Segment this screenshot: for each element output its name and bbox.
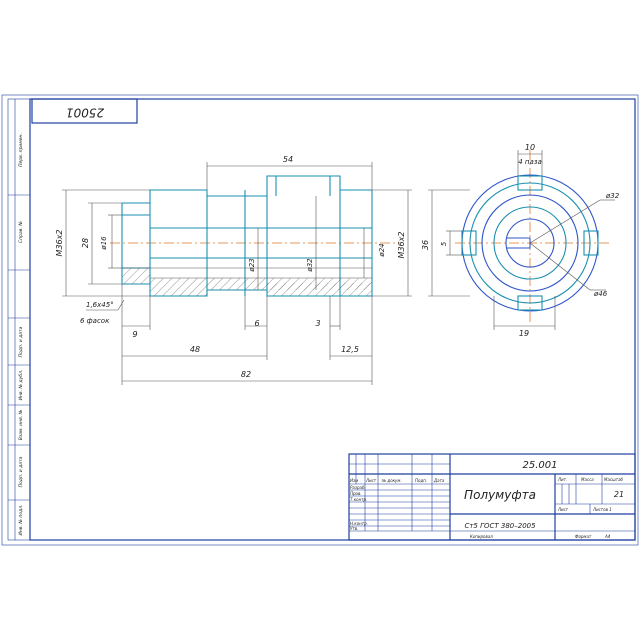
material: Ст5 ГОСТ 380–2005 (464, 522, 536, 530)
dim-d46: ø46 (593, 290, 608, 298)
hdr-mass: Масса (581, 477, 594, 482)
dim-48: 48 (190, 345, 200, 354)
mass-value: 21 (614, 490, 624, 499)
format-value: А4 (604, 534, 611, 539)
dim-82: 82 (241, 370, 251, 379)
top-stamp-code: 25001 (66, 106, 104, 120)
row-prov: Пров. (350, 491, 362, 496)
dim-36: 36 (421, 240, 430, 250)
dim-6: 6 (254, 319, 259, 328)
chamfer-note: 1,6х45° (86, 301, 114, 309)
dim-54: 54 (283, 155, 293, 164)
col-doc: № докум. (381, 478, 402, 483)
title-block: Изм Лист № докум. Подп. Дата Разраб. Про… (348, 453, 636, 541)
dim-10: 10 (525, 143, 535, 152)
sheet-label: Лист (557, 507, 569, 512)
section-hatch-mid (150, 278, 207, 296)
part-name: Полумуфта (464, 488, 536, 502)
sheet-outer-frame (1, 94, 639, 546)
dim-d23: ø23 (248, 258, 256, 272)
dim-12-5: 12,5 (341, 345, 359, 354)
side-label-1: Перв. примен. (18, 133, 24, 167)
dim-d32: ø32 (306, 258, 314, 273)
dim-19: 19 (519, 329, 529, 338)
side-label-4: Инв. № дубл. (18, 370, 24, 401)
side-label-7: Инв. № подл. (18, 504, 24, 535)
left-side-strip: Перв. примен. Справ. № Подп. и дата Инв.… (7, 98, 31, 541)
sheets-label: Листов 1 (592, 507, 612, 512)
col-izm: Изм (350, 478, 358, 483)
row-razrab: Разраб. (350, 485, 366, 490)
side-label-3: Подп. и дата (18, 326, 24, 357)
col-sign: Подп. (415, 478, 427, 483)
dim-m36-left: M36х2 (55, 230, 64, 257)
chamfer-count: 6 фасок (80, 317, 110, 325)
section-hatch-left (122, 268, 150, 284)
hdr-scale: Масштаб (604, 477, 624, 482)
row-utv: Утв. (350, 526, 358, 531)
dim-d16: ø16 (100, 236, 108, 251)
dim-d24: ø24 (378, 243, 386, 257)
dim-3: 3 (315, 319, 320, 328)
col-list: Лист (365, 478, 377, 483)
top-stamp-box (31, 98, 138, 124)
dim-9: 9 (132, 330, 137, 339)
col-date: Дата (433, 478, 445, 483)
dim-d32-right: ø32 (605, 192, 620, 200)
hdr-lit: Лит. (557, 477, 567, 482)
side-view: 54 M36х2 28 ø16 ø23 ø32 ø24 M36х2 (55, 155, 412, 385)
end-view: 10 4 паза 36 5 ø32 ø46 19 (421, 143, 620, 338)
format-label: Формат (575, 534, 592, 539)
row-nkontr: Н.контр. (350, 521, 368, 526)
dim-m36-right: M36х2 (397, 232, 406, 259)
dim-5: 5 (440, 241, 448, 246)
row-tkontr: Т.контр. (350, 497, 367, 502)
dim-28: 28 (81, 238, 90, 248)
doc-code: 25.001 (523, 460, 558, 471)
dim-slot-4: 4 паза (518, 158, 542, 166)
side-label-5: Взам. инв. № (18, 409, 24, 440)
side-label-6: Подп. и дата (18, 456, 24, 487)
copied-label: Копировал (470, 534, 493, 539)
side-label-2: Справ. № (18, 221, 24, 243)
